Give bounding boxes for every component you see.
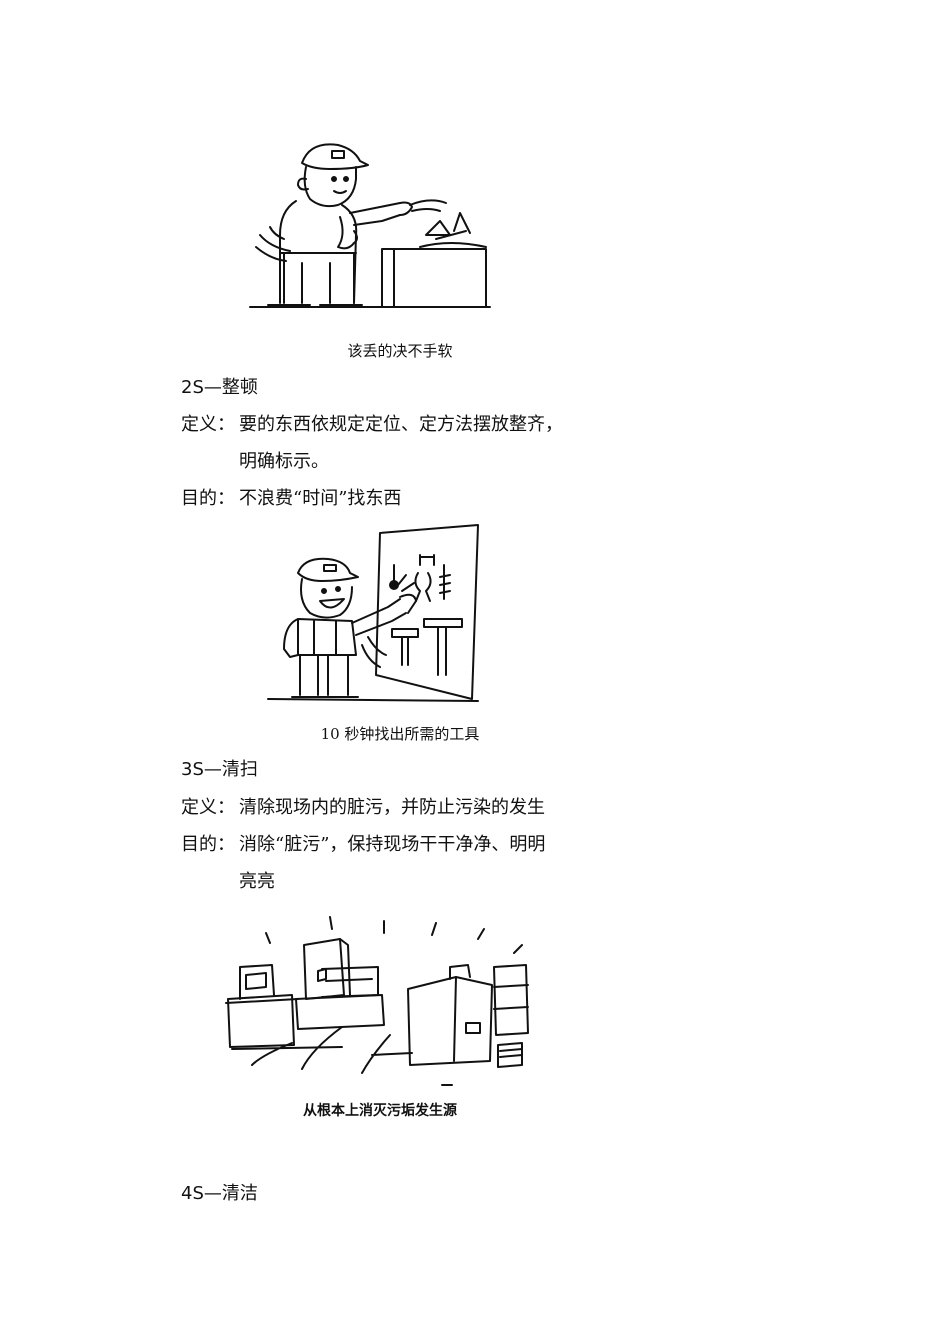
purpose-text-cont: 亮亮 [239,871,275,892]
section-2s-heading: 2S—整顿 [181,377,258,398]
purpose-label: 目的： [181,834,235,855]
caption-discard: 该丢的决不手软 [347,342,453,360]
purpose-text: 不浪费“时间”找东西 [239,488,402,509]
illustration-discard [250,135,510,315]
purpose-text: 消除“脏污”，保持现场干干净净、明明 [239,834,546,855]
definition-label: 定义： [181,797,235,818]
definition-text: 清除现场内的脏污，并防止污染的发生 [239,797,545,818]
caption-tool-board: 10 秒钟找出所需的工具 [320,725,480,743]
caption-clean-workshop: 从根本上消灭污垢发生源 [303,1103,457,1119]
section-3s-heading: 3S—清扫 [181,759,258,780]
definition-text: 要的东西依规定定位、定方法摆放整齐， [239,414,563,435]
definition-label: 定义： [181,414,235,435]
section-4s-heading: 4S—清洁 [181,1183,258,1204]
illustration-tool-board [268,525,488,705]
definition-text-cont: 明确标示。 [239,451,329,472]
purpose-label: 目的： [181,488,235,509]
illustration-clean-workshop [222,915,542,1085]
